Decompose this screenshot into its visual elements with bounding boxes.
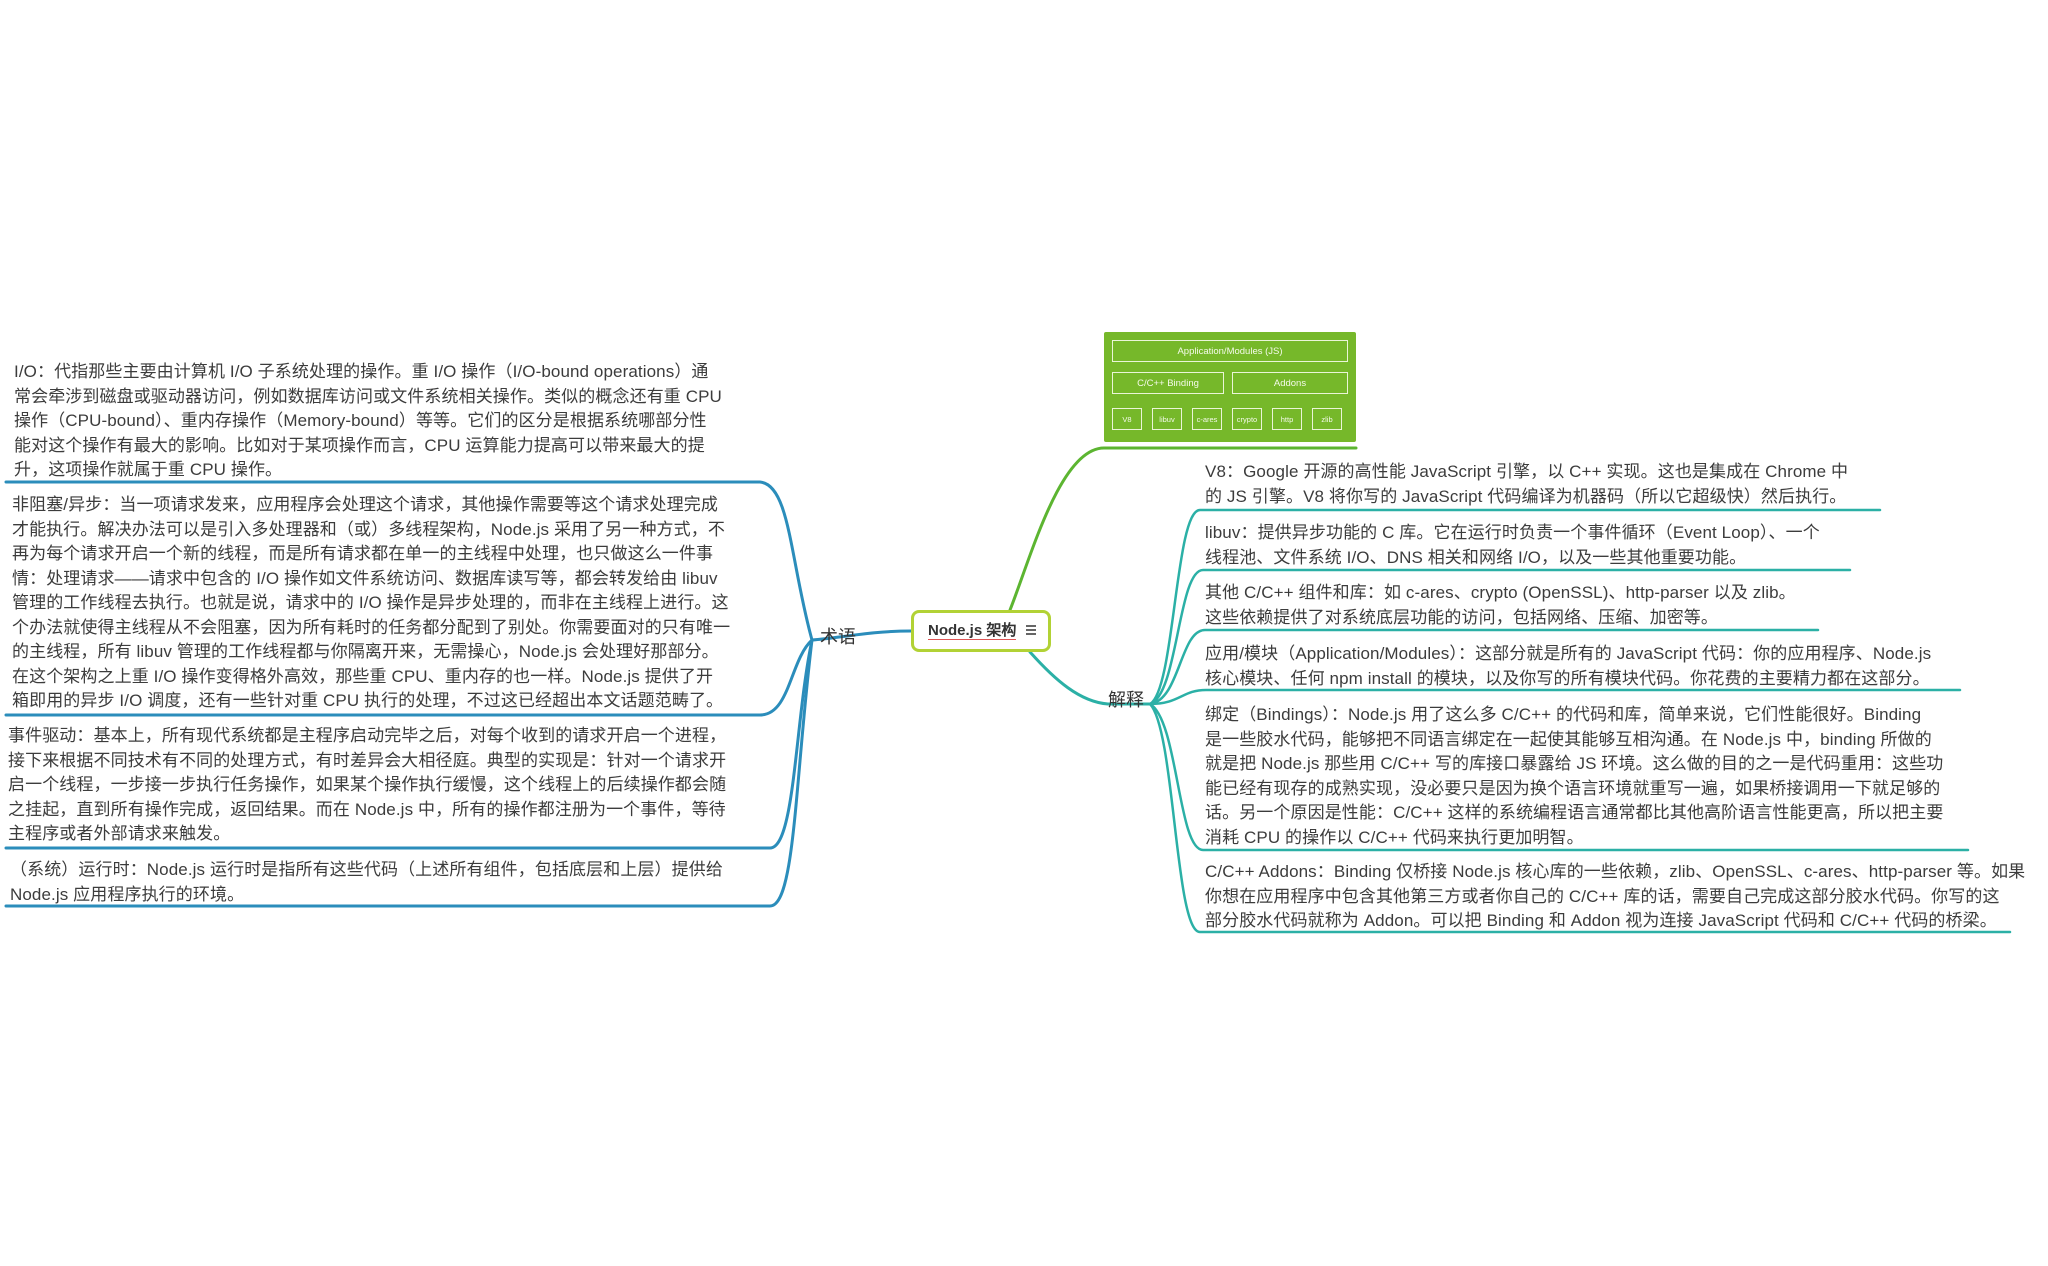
arch-zlib: zlib [1312, 408, 1342, 430]
topic-nonblocking[interactable]: 非阻塞/异步：当一项请求发来，应用程序会处理这个请求，其他操作需要等这个请求处理… [12, 495, 731, 710]
arch-libuv: libuv [1152, 408, 1182, 430]
connector-terms-io [4, 480, 814, 642]
topic-io[interactable]: I/O：代指那些主要由计算机 I/O 子系统处理的操作。重 I/O 操作（I/O… [14, 362, 722, 479]
arch-crypto: crypto [1232, 408, 1262, 430]
branch-label-explain[interactable]: 解释 [1108, 690, 1144, 710]
arch-application-modules: Application/Modules (JS) [1112, 340, 1348, 362]
arch-v8: V8 [1112, 408, 1142, 430]
connector-terms-runtime [4, 638, 814, 908]
connector-explain-libuv [1148, 568, 1852, 706]
arch-c-ares: c-ares [1192, 408, 1222, 430]
connector-center-to-terms [810, 629, 913, 642]
topic-event-driven[interactable]: 事件驱动：基本上，所有现代系统都是主程序启动完毕之后，对每个收到的请求开启一个进… [8, 726, 727, 843]
connector-terms-nonblocking [4, 638, 814, 717]
topic-other-libs[interactable]: 其他 C/C++ 组件和库：如 c-ares、crypto (OpenSSL)、… [1205, 583, 1796, 627]
connector-center-to-explain [1028, 650, 1152, 706]
nodejs-architecture-image: Application/Modules (JS) C/C++ Binding A… [1104, 332, 1356, 442]
topic-cpp-addons[interactable]: C/C++ Addons：Binding 仅桥接 Node.js 核心库的一些依… [1205, 862, 2026, 930]
connector-explain-v8 [1148, 508, 1882, 706]
central-topic[interactable]: Node.js 架构 [911, 610, 1051, 652]
arch-http: http [1272, 408, 1302, 430]
connector-center-to-arch [1008, 446, 1358, 612]
connector-explain-others [1148, 628, 1820, 706]
connector-terms-eventdriven [4, 638, 814, 850]
arch-addons: Addons [1232, 372, 1348, 394]
topic-runtime[interactable]: （系统）运行时：Node.js 运行时是指所有这些代码（上述所有组件，包括底层和… [10, 860, 723, 904]
connector-explain-addons [1148, 702, 2012, 934]
topic-bindings[interactable]: 绑定（Bindings）：Node.js 用了这么多 C/C++ 的代码和库，简… [1205, 705, 1944, 847]
branch-label-terms[interactable]: 术语 [820, 627, 856, 647]
arch-cpp-binding: C/C++ Binding [1112, 372, 1224, 394]
note-icon[interactable] [1026, 625, 1036, 635]
topic-libuv[interactable]: libuv：提供异步功能的 C 库。它在运行时负责一个事件循环（Event Lo… [1205, 523, 1820, 567]
connector-explain-bindings [1148, 702, 1970, 852]
connector-explain-modules [1148, 688, 1962, 706]
topic-v8[interactable]: V8：Google 开源的高性能 JavaScript 引擎，以 C++ 实现。… [1205, 462, 1849, 506]
topic-app-modules[interactable]: 应用/模块（Application/Modules）：这部分就是所有的 Java… [1205, 644, 1932, 688]
central-topic-label: Node.js 架构 [928, 621, 1017, 640]
